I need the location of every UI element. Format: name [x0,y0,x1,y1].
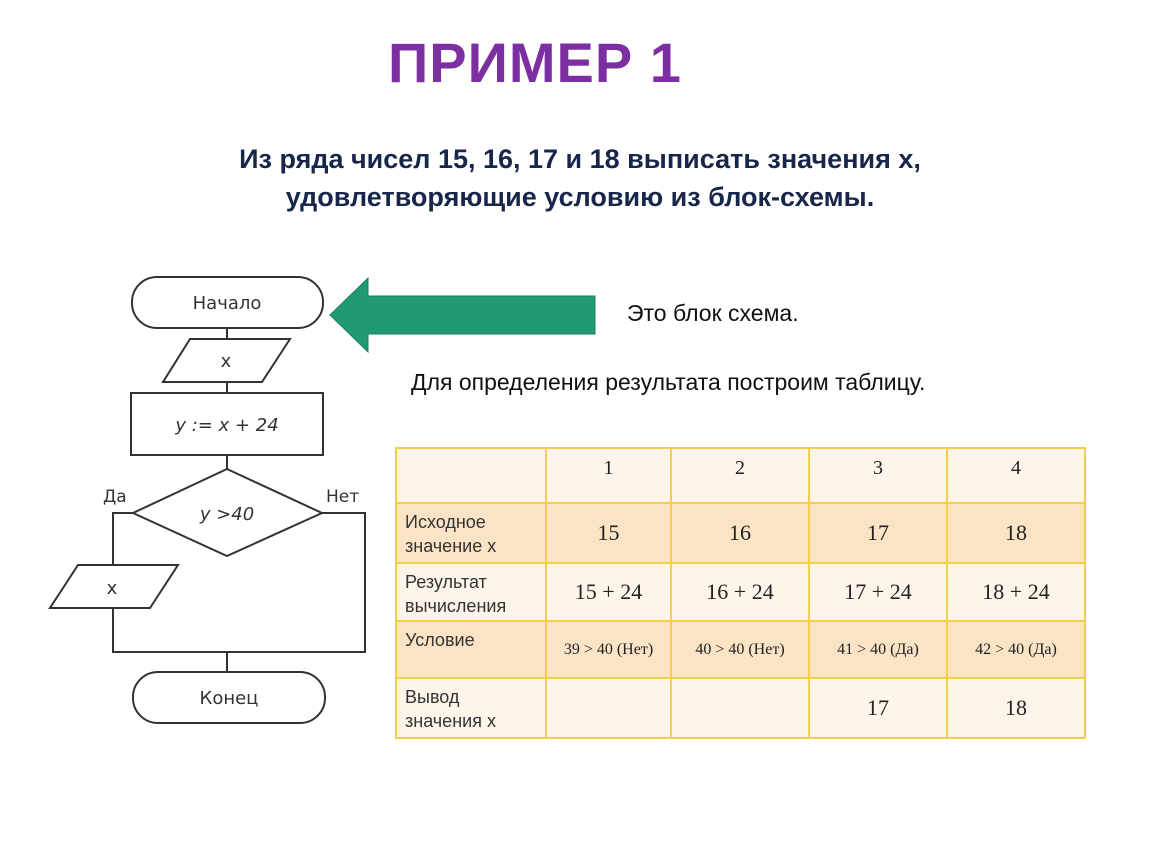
table-cell: 39 > 40 (Нет) [545,620,672,679]
output-parallelogram [48,564,180,609]
table-cell: 40 > 40 (Нет) [670,620,810,679]
table-cell: 18 [946,502,1086,564]
row-label-line: вычисления [405,596,507,616]
note-table: Для определения результата построим табл… [411,369,926,395]
table-row-label: Условие [395,620,547,679]
task-text: Из ряда чисел 15, 16, 17 и 18 выписать з… [80,140,1080,216]
end-label: Конец [200,688,259,709]
note-flowchart: Это блок схема. [627,300,799,326]
table-header-cell: 1 [545,447,672,504]
input-label: x [221,351,232,372]
row-label-line: значение x [405,536,497,556]
table-cell [545,677,672,739]
decision-diamond [130,467,325,558]
table-cell: 41 > 40 (Да) [808,620,948,679]
table-row-label: Вывод значения x [395,677,547,739]
table-header-cell: 4 [946,447,1086,504]
table-cell: 16 [670,502,810,564]
yes-label: Да [103,487,127,507]
table-cell: 15 [545,502,672,564]
task-line-1: Из ряда чисел 15, 16, 17 и 18 выписать з… [239,144,921,174]
table-row-label: Результат вычисления [395,562,547,622]
input-parallelogram [161,338,292,383]
table-cell: 42 > 40 (Да) [946,620,1086,679]
process-label: y := x + 24 [174,415,278,436]
table-header-cell [395,447,547,504]
process-block [130,392,324,456]
table-cell: 17 [808,502,948,564]
table-cell: 18 [946,677,1086,739]
end-terminator [132,671,326,724]
table-cell: 17 + 24 [808,562,948,622]
row-label-line: Условие [405,630,475,650]
output-label: x [107,578,118,599]
table-cell: 15 + 24 [545,562,672,622]
decision-label: y >40 [199,504,254,525]
table-header-cell: 2 [670,447,810,504]
row-label-line: Исходное [405,512,486,532]
start-terminator [131,276,324,329]
row-label-line: Вывод [405,687,460,707]
table-cell: 16 + 24 [670,562,810,622]
task-line-2: удовлетворяющие условию из блок-схемы. [285,182,875,212]
slide-title: ПРИМЕР 1 [388,31,682,94]
row-label-line: Результат [405,572,487,592]
table-cell [670,677,810,739]
arrow-left-icon [329,276,596,354]
table-cell: 18 + 24 [946,562,1086,622]
table-header-cell: 3 [808,447,948,504]
table-cell: 17 [808,677,948,739]
start-label: Начало [193,293,262,314]
no-label: Нет [326,487,359,507]
row-label-line: значения x [405,711,496,731]
table-row-label: Исходное значение x [395,502,547,564]
